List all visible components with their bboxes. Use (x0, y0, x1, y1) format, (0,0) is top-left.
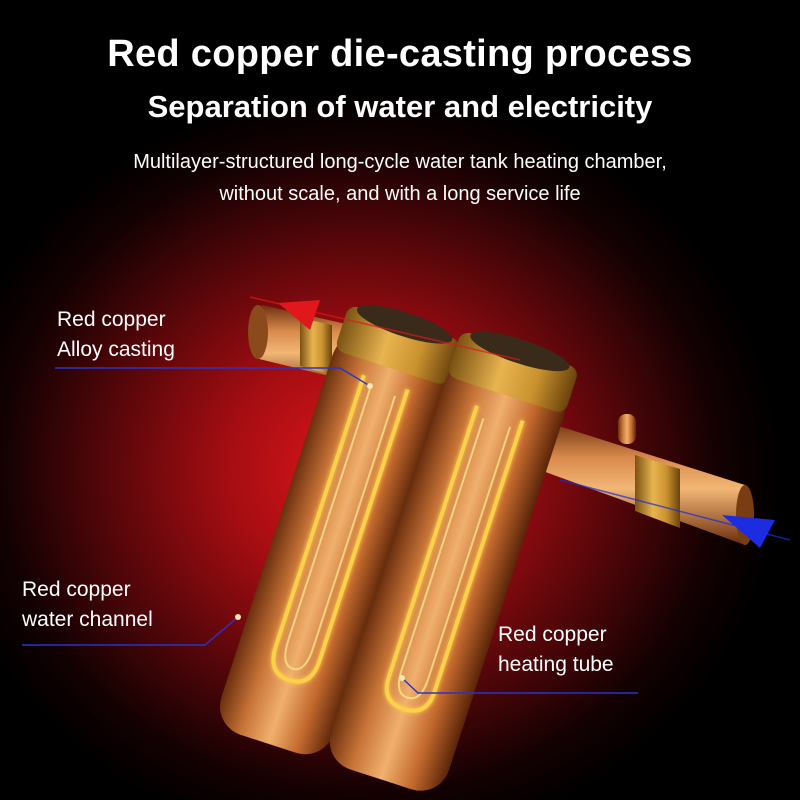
leader-line-channel (22, 614, 241, 646)
headline-subtitle: Separation of water and electricity (147, 89, 653, 124)
callout-alloy-line1: Red copper (57, 308, 166, 331)
callout-channel-line1: Red copper (22, 578, 131, 601)
callout-water-channel: Red copper water channel (22, 575, 153, 635)
callout-heating-line1: Red copper (498, 623, 607, 646)
headline-title: Red copper die-casting process (107, 33, 693, 75)
left-tube (220, 305, 459, 755)
blue-arrow-icon (559, 479, 791, 548)
callout-alloy-casting: Red copper Alloy casting (57, 305, 175, 365)
callout-channel-line2: water channel (22, 608, 153, 631)
front-pipe (540, 414, 754, 545)
leader-line-heating (399, 675, 638, 694)
leader-line-alloy (55, 367, 373, 389)
callout-alloy-line2: Alloy casting (57, 338, 175, 361)
red-arrow-icon (249, 296, 521, 361)
headline-description: Multilayer-structured long-cycle water t… (133, 151, 667, 205)
callout-heating-line2: heating tube (498, 653, 614, 676)
callout-heating-tube: Red copper heating tube (498, 620, 614, 680)
